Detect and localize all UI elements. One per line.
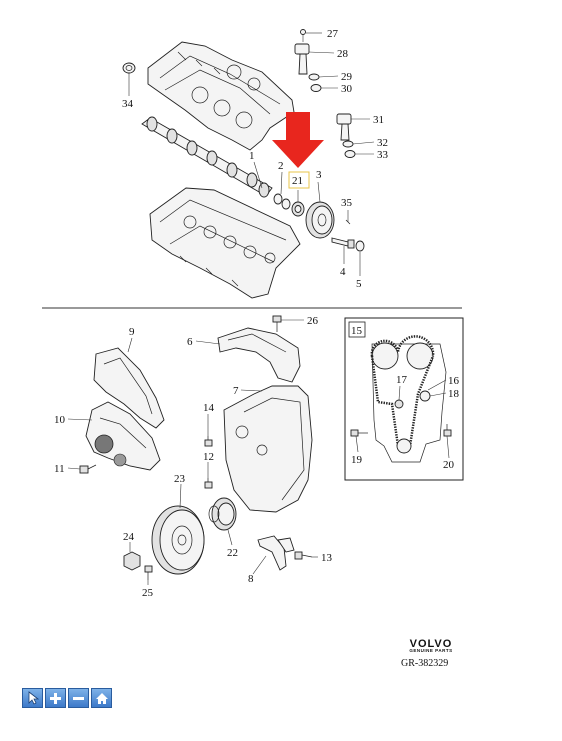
camshaft: [141, 116, 273, 198]
callout-19: 19: [351, 454, 363, 466]
callout-14: 14: [203, 402, 215, 414]
zoom-in-button[interactable]: [45, 688, 66, 708]
cylinder-head: [149, 187, 301, 299]
sensor-lower: [336, 113, 352, 141]
callout-25: 25: [142, 587, 154, 599]
callout-15: 15: [351, 325, 363, 337]
cursor-button[interactable]: [22, 688, 43, 708]
callout-32: 32: [377, 137, 388, 149]
callout-26: 26: [307, 315, 319, 327]
upper-timing-cover: [217, 327, 301, 383]
camshaft-adjuster: [305, 201, 335, 239]
rear-timing-cover: [93, 347, 165, 429]
inner-timing-cover: [85, 401, 161, 471]
zoom-out-button[interactable]: [68, 688, 89, 708]
zoom-out-icon: [73, 696, 84, 700]
volvo-logo: VOLVO: [409, 638, 453, 650]
callout-13: 13: [321, 552, 333, 564]
callout-11: 11: [54, 463, 65, 475]
callout-4: 4: [340, 266, 346, 278]
callout-34: 34: [122, 98, 134, 110]
zoom-in-icon: [50, 692, 61, 704]
callout-28: 28: [337, 48, 349, 60]
cursor-icon: [28, 691, 39, 705]
callout-18: 18: [448, 388, 460, 400]
callout-31: 31: [373, 114, 384, 126]
callout-33: 33: [377, 149, 389, 161]
callout-labels: 27 28 29 30 34 31 32 33 1 2 21 3 35 4 5 …: [54, 28, 460, 599]
callout-10: 10: [54, 414, 66, 426]
callout-8: 8: [248, 573, 254, 585]
callout-24: 24: [123, 531, 135, 543]
callout-22: 22: [227, 547, 238, 559]
callout-1: 1: [249, 150, 255, 162]
callout-35: 35: [341, 197, 353, 209]
callout-29: 29: [341, 71, 353, 83]
home-button[interactable]: [91, 688, 112, 708]
callout-7: 7: [233, 385, 239, 397]
callout-16: 16: [448, 375, 460, 387]
callout-12: 12: [203, 451, 214, 463]
callout-3: 3: [316, 169, 322, 181]
lower-timing-cover: [223, 385, 313, 513]
zoom-toolbar: [22, 688, 112, 708]
valve-cover: [147, 41, 295, 151]
belt-routing-inset: [344, 317, 464, 481]
home-icon: [95, 692, 108, 704]
callout-21: 21: [292, 175, 303, 187]
brand-block: VOLVO GENUINE PARTS: [402, 638, 460, 653]
crankshaft-pulley: [151, 505, 205, 575]
callout-30: 30: [341, 83, 353, 95]
crankshaft-sprocket: [208, 497, 237, 531]
callout-5: 5: [356, 278, 362, 290]
sensor-upper: [294, 29, 310, 75]
diagram-reference: GR-382329: [401, 658, 449, 669]
callout-27: 27: [327, 28, 339, 40]
leader-lines: [67, 32, 450, 585]
callout-6: 6: [187, 336, 193, 348]
callout-9: 9: [129, 326, 135, 338]
callout-17: 17: [396, 374, 408, 386]
highlight-box: [288, 171, 310, 189]
highlight-arrow: [272, 112, 324, 168]
callout-20: 20: [443, 459, 455, 471]
callout-23: 23: [174, 473, 186, 485]
genuine-parts-text: GENUINE PARTS: [409, 648, 453, 653]
cover-bracket: [257, 535, 295, 571]
callout-2: 2: [278, 160, 284, 172]
